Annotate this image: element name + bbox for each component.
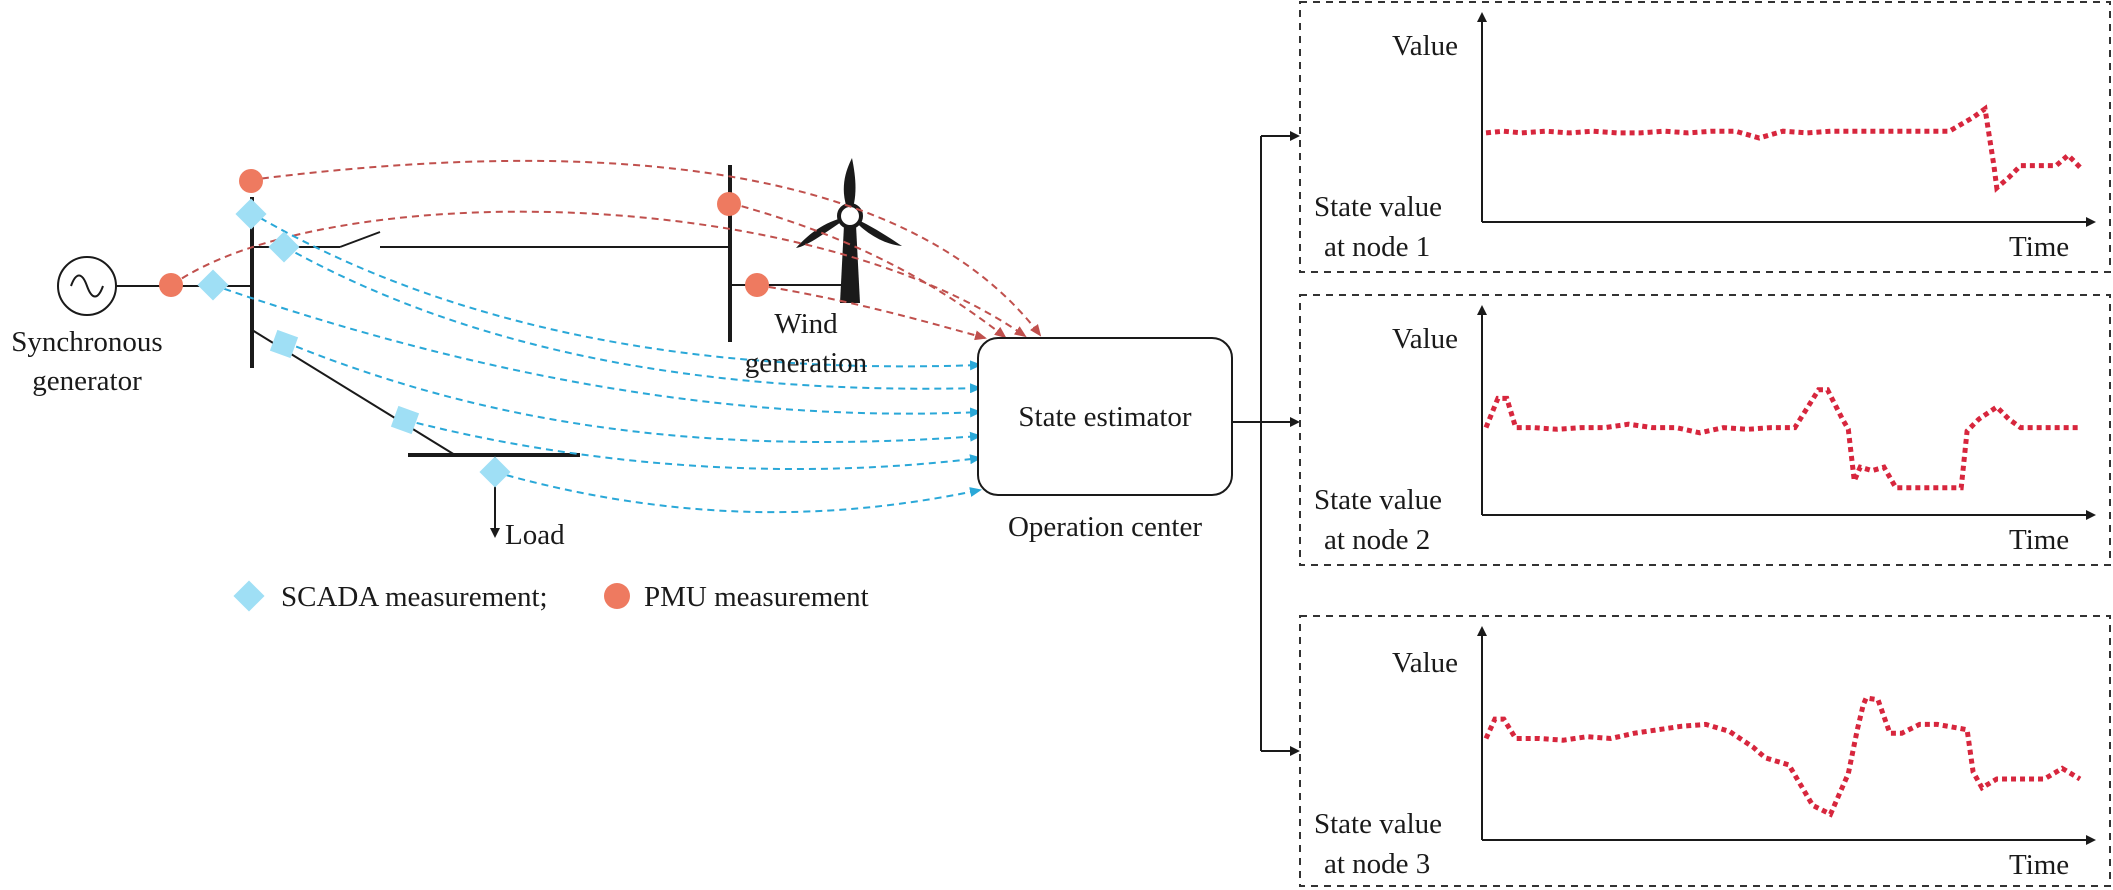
wind-turbine-icon	[796, 158, 902, 303]
open-switch	[339, 231, 381, 248]
state-label-line2: at node 3	[1324, 848, 1430, 880]
operation-center-label: Operation center	[1008, 511, 1202, 543]
generator-label-line1: Synchronous	[11, 326, 162, 358]
x-axis-label: Time	[2009, 849, 2069, 881]
legend-scada-icon	[233, 580, 265, 612]
node-3-state-series	[1483, 695, 2082, 818]
generator-label-line2: generator	[32, 365, 142, 397]
node-1-state-series	[1485, 104, 2082, 193]
chart-panel-border	[1299, 615, 2111, 887]
scada-marker	[268, 231, 300, 263]
legend: SCADA measurement; PMU measurement	[233, 580, 869, 613]
wind-label-line2: generation	[745, 347, 868, 379]
chart-panel-border	[1299, 1, 2111, 273]
state-estimator-box	[977, 337, 1233, 496]
wind-label-line1: Wind	[774, 308, 838, 340]
scada-links	[212, 211, 982, 514]
pmu-markers	[159, 169, 769, 297]
pmu-link	[729, 202, 1007, 339]
x-axis-label: Time	[2009, 231, 2069, 263]
pmu-marker	[717, 192, 741, 216]
legend-scada-label: SCADA measurement;	[281, 581, 548, 613]
state-estimator-label: State estimator	[1018, 401, 1191, 433]
scada-markers	[197, 198, 511, 488]
pmu-links	[171, 159, 1042, 341]
chart-panel-node-1: Value Time State value at node 1	[1299, 1, 2111, 273]
state-label-line2: at node 2	[1324, 524, 1430, 556]
pmu-marker	[239, 169, 263, 193]
chart-panel-node-3: Value Time State value at node 3	[1299, 615, 2111, 887]
chart-panel-border	[1299, 294, 2111, 566]
scada-marker	[269, 329, 299, 359]
pmu-link	[249, 159, 1042, 337]
output-connectors	[1232, 131, 1300, 756]
state-label-line2: at node 1	[1324, 231, 1430, 263]
legend-pmu-label: PMU measurement	[644, 581, 869, 613]
y-axis-label: Value	[1392, 30, 1458, 62]
scada-marker	[235, 198, 267, 230]
chart-panel-node-2: Value Time State value at node 2	[1299, 294, 2111, 566]
y-axis-label: Value	[1392, 323, 1458, 355]
node-2-state-series	[1483, 387, 2080, 491]
pmu-marker	[745, 273, 769, 297]
state-label-line1: State value	[1314, 808, 1442, 840]
scada-link	[494, 471, 982, 514]
pmu-marker	[159, 273, 183, 297]
pmu-link	[171, 210, 1027, 338]
load-label: Load	[505, 519, 565, 551]
y-axis-label: Value	[1392, 647, 1458, 679]
x-axis-label: Time	[2009, 524, 2069, 556]
sine-wave-icon	[70, 274, 104, 298]
scada-link	[212, 284, 982, 418]
scada-link	[404, 419, 982, 471]
scada-link	[284, 246, 982, 394]
pmu-link	[756, 284, 987, 341]
scada-link	[249, 211, 982, 371]
scada-marker	[390, 405, 420, 435]
state-label-line1: State value	[1314, 191, 1442, 223]
legend-pmu-icon	[604, 583, 630, 609]
scada-link	[284, 341, 982, 443]
scada-marker	[479, 456, 511, 488]
state-label-line1: State value	[1314, 484, 1442, 516]
scada-marker	[197, 269, 229, 301]
